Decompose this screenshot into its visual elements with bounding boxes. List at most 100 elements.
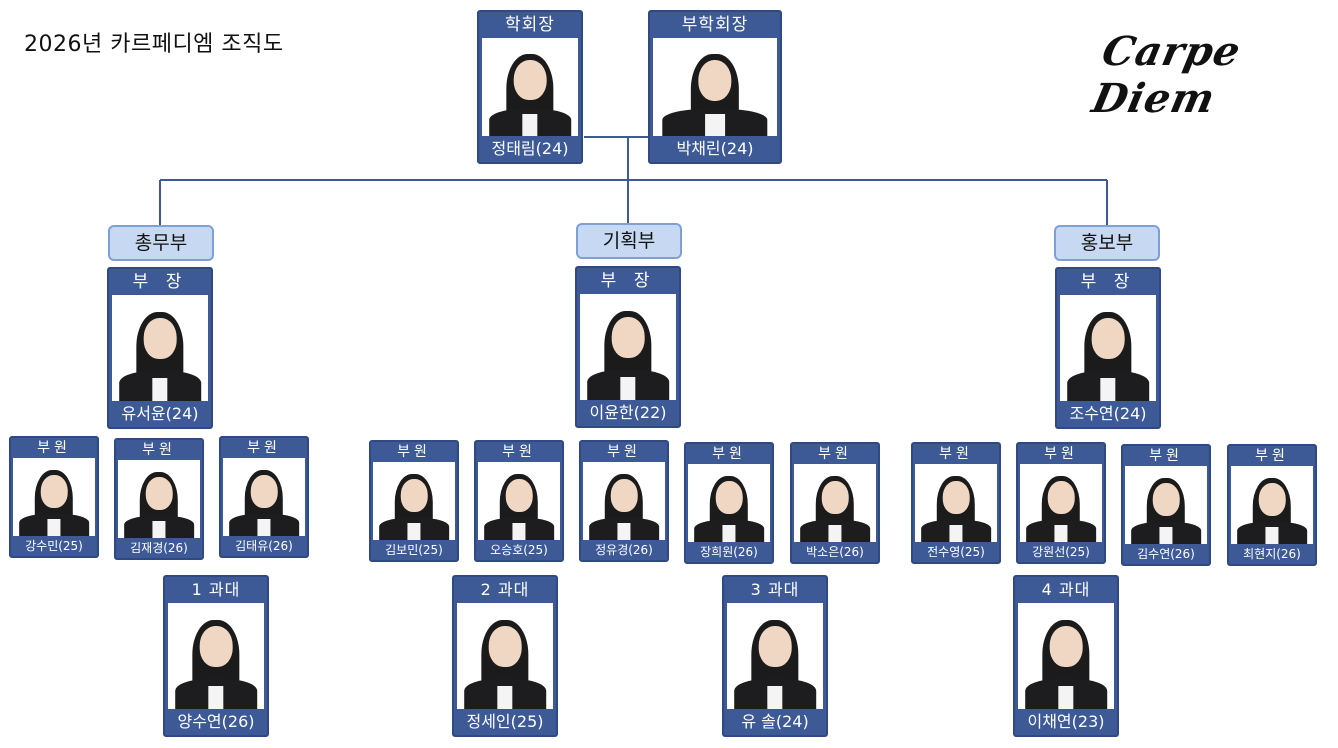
portrait-silhouette: [688, 464, 770, 542]
member-card: 부원 오승호(25): [474, 440, 564, 562]
portrait-photo: [1125, 466, 1207, 544]
member-card: 부원 강원선(25): [1016, 442, 1106, 564]
portrait-silhouette: [13, 458, 95, 536]
portrait-photo: [580, 294, 676, 400]
portrait-photo: [168, 603, 264, 709]
portrait-silhouette: [1125, 466, 1207, 544]
role-label: 부원: [247, 440, 281, 456]
member-name: 강수민(25): [25, 539, 83, 553]
portrait-silhouette: [112, 295, 208, 401]
role-label: 부 장: [600, 271, 656, 291]
portrait-photo: [1018, 603, 1114, 709]
role-label: 3 과대: [750, 580, 800, 599]
member-name: 김보민(25): [385, 543, 443, 557]
portrait-silhouette: [580, 294, 676, 400]
member-card: 부원 최현지(26): [1227, 444, 1317, 566]
member-name: 강원선(25): [1032, 545, 1090, 559]
portrait-photo: [583, 462, 665, 540]
role-label: 부원: [502, 444, 536, 460]
member-card: 부원 김수연(26): [1121, 444, 1211, 566]
member-name: 조수연(24): [1069, 404, 1147, 423]
member-card: 부원 장희원(26): [684, 442, 774, 564]
role-label: 1 과대: [191, 580, 241, 599]
dept-label-publicity: 홍보부: [1054, 225, 1160, 261]
portrait-silhouette: [1060, 295, 1156, 401]
role-label: 부 장: [1080, 272, 1136, 292]
member-name: 박소은(26): [806, 545, 864, 559]
member-name: 최현지(26): [1243, 547, 1301, 561]
portrait-silhouette: [727, 603, 823, 709]
role-label: 부원: [142, 442, 176, 458]
dept-label-general-affairs: 총무부: [108, 225, 214, 261]
portrait-photo: [478, 462, 560, 540]
portrait-photo: [1231, 466, 1313, 544]
member-card: 부원 김재경(26): [114, 438, 204, 560]
class-rep-card: 4 과대 이채연(23): [1013, 575, 1119, 737]
role-label: 부원: [1044, 446, 1078, 462]
class-rep-card: 1 과대 양수연(26): [163, 575, 269, 737]
portrait-photo: [653, 38, 777, 136]
portrait-photo: [457, 603, 553, 709]
role-label: 부 장: [132, 272, 188, 292]
portrait-silhouette: [1020, 464, 1102, 542]
portrait-silhouette: [373, 462, 455, 540]
role-label: 4 과대: [1041, 580, 1091, 599]
role-label: 2 과대: [480, 580, 530, 599]
member-name: 장희원(26): [700, 545, 758, 559]
portrait-silhouette: [223, 458, 305, 536]
portrait-silhouette: [794, 464, 876, 542]
portrait-photo: [915, 464, 997, 542]
portrait-photo: [1020, 464, 1102, 542]
role-label: 학회장: [505, 15, 555, 35]
portrait-silhouette: [457, 603, 553, 709]
member-name: 유서윤(24): [121, 404, 199, 423]
member-name: 이윤한(22): [589, 403, 667, 422]
portrait-photo: [112, 295, 208, 401]
member-name: 유 솔(24): [741, 712, 809, 731]
portrait-photo: [13, 458, 95, 536]
portrait-silhouette: [1231, 466, 1313, 544]
portrait-photo: [482, 38, 578, 136]
role-label: 부원: [1149, 448, 1183, 464]
dept-head-card: 부 장 이윤한(22): [575, 266, 681, 428]
portrait-photo: [727, 603, 823, 709]
portrait-photo: [223, 458, 305, 536]
portrait-silhouette: [583, 462, 665, 540]
member-name: 정태림(24): [491, 139, 569, 158]
role-label: 부원: [1255, 448, 1289, 464]
portrait-photo: [688, 464, 770, 542]
class-rep-card: 3 과대 유 솔(24): [722, 575, 828, 737]
portrait-silhouette: [478, 462, 560, 540]
role-label: 부학회장: [681, 15, 749, 35]
carpe-diem-logo: Carpe Diem: [1088, 28, 1246, 122]
member-name: 박채린(24): [676, 139, 754, 158]
portrait-photo: [373, 462, 455, 540]
role-label: 부원: [397, 444, 431, 460]
page-title: 2026년 카르페디엠 조직도: [24, 32, 284, 57]
member-card: 부원 전수영(25): [911, 442, 1001, 564]
portrait-photo: [1060, 295, 1156, 401]
portrait-photo: [118, 460, 200, 538]
member-card: 부원 김보민(25): [369, 440, 459, 562]
member-name: 오승호(25): [490, 543, 548, 557]
role-label: 부원: [607, 444, 641, 460]
class-rep-card: 2 과대 정세인(25): [452, 575, 558, 737]
member-card: 부원 강수민(25): [9, 436, 99, 558]
dept-head-card: 부 장 유서윤(24): [107, 267, 213, 429]
portrait-silhouette: [118, 460, 200, 538]
role-label: 부원: [939, 446, 973, 462]
portrait-silhouette: [915, 464, 997, 542]
member-name: 양수연(26): [177, 712, 255, 731]
role-label: 부원: [712, 446, 746, 462]
role-label: 부원: [37, 440, 71, 456]
role-label: 부원: [818, 446, 852, 462]
portrait-photo: [794, 464, 876, 542]
portrait-silhouette: [1018, 603, 1114, 709]
dept-head-card: 부 장 조수연(24): [1055, 267, 1161, 429]
portrait-silhouette: [482, 38, 578, 136]
dept-label-planning: 기획부: [576, 223, 682, 259]
leader-card-president: 학회장 정태림(24): [477, 10, 583, 164]
member-name: 김재경(26): [130, 541, 188, 555]
portrait-silhouette: [653, 38, 777, 136]
member-name: 이채연(23): [1027, 712, 1105, 731]
